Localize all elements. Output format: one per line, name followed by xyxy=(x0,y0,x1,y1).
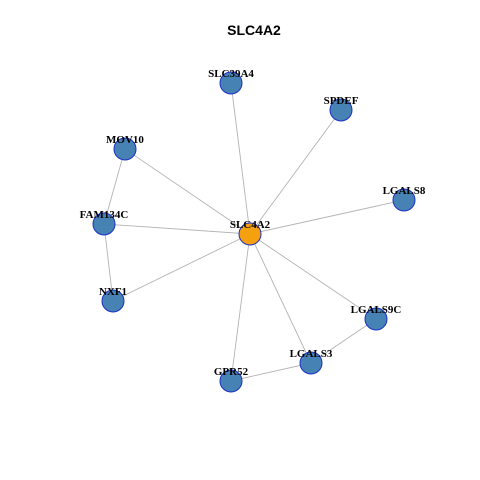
node-label-lgals8: LGALS8 xyxy=(383,185,426,197)
graph-title: SLC4A2 xyxy=(227,22,281,38)
node-lgals3[interactable] xyxy=(299,351,323,375)
node-nxf1[interactable] xyxy=(101,289,125,313)
edge-slc4a2-lgals3 xyxy=(249,233,312,364)
node-layer xyxy=(92,71,416,393)
node-slc39a4[interactable] xyxy=(219,71,243,95)
edge-mov10-fam134c xyxy=(103,148,126,225)
node-label-mov10: MOV10 xyxy=(106,134,144,146)
edge-slc4a2-lgals9c xyxy=(249,233,377,320)
node-spdef[interactable] xyxy=(329,98,353,122)
edge-slc4a2-spdef xyxy=(249,109,342,235)
edge-lgals3-gpr52 xyxy=(230,362,312,382)
edge-slc4a2-mov10 xyxy=(124,148,251,235)
node-label-lgals3: LGALS3 xyxy=(290,348,333,360)
node-label-slc39a4: SLC39A4 xyxy=(208,68,254,80)
edge-slc4a2-slc39a4 xyxy=(230,82,251,235)
node-label-fam134c: FAM134C xyxy=(80,209,129,221)
node-slc4a2[interactable] xyxy=(238,222,262,246)
node-label-nxf1: NXF1 xyxy=(99,286,127,298)
edge-slc4a2-fam134c xyxy=(103,223,251,235)
edge-slc4a2-nxf1 xyxy=(112,233,251,302)
node-gpr52[interactable] xyxy=(219,369,243,393)
node-label-lgals9c: LGALS9C xyxy=(351,304,402,316)
node-label-gpr52: GPR52 xyxy=(214,366,249,378)
node-mov10[interactable] xyxy=(113,137,137,161)
edge-fam134c-nxf1 xyxy=(103,223,114,302)
node-label-slc4a2: SLC4A2 xyxy=(230,219,271,231)
edge-slc4a2-gpr52 xyxy=(230,233,251,382)
node-lgals8[interactable] xyxy=(392,188,416,212)
edge-layer xyxy=(103,82,405,382)
node-label-spdef: SPDEF xyxy=(324,95,359,107)
edge-slc4a2-lgals8 xyxy=(249,199,405,235)
node-lgals9c[interactable] xyxy=(364,307,388,331)
node-fam134c[interactable] xyxy=(92,212,116,236)
edge-lgals9c-lgals3 xyxy=(310,318,377,364)
